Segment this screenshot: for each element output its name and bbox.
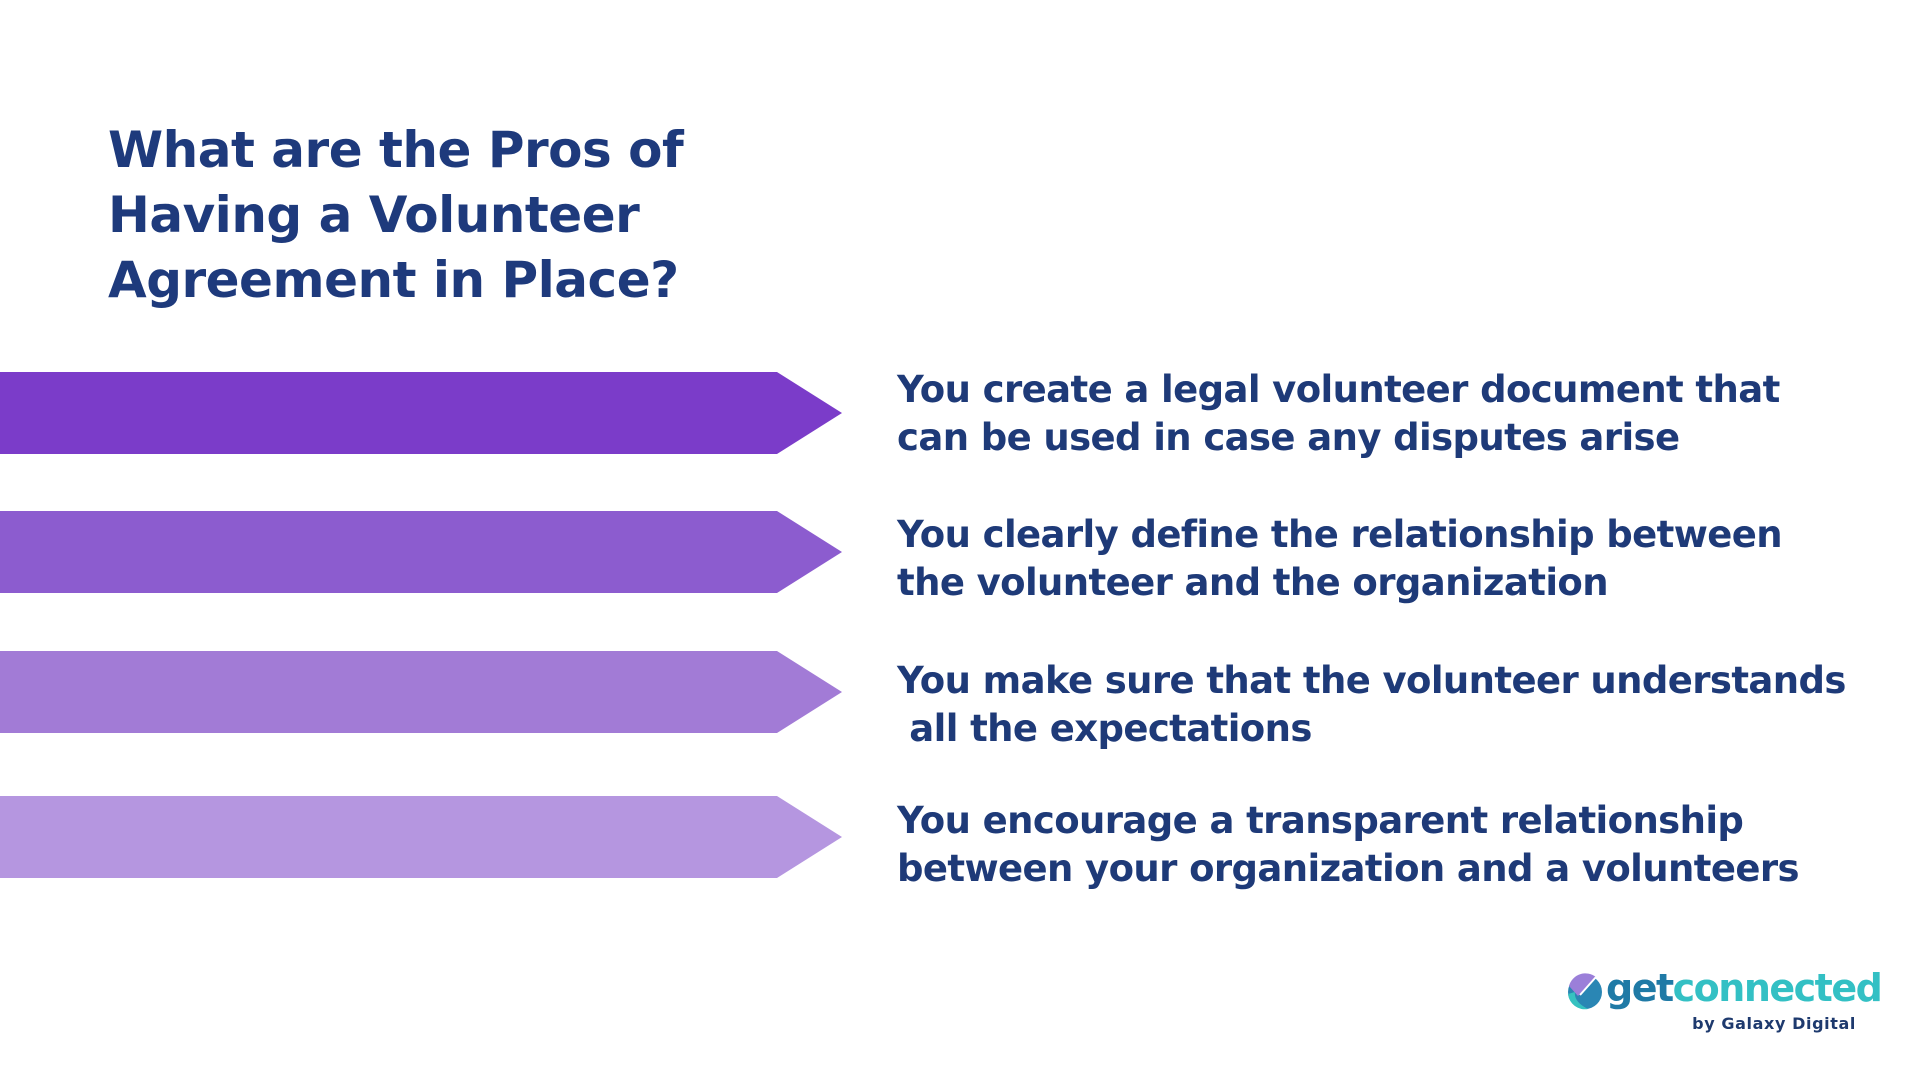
arrow-3: [0, 651, 842, 733]
pro-item-4-line-1: You encourage a transparent relationship: [897, 799, 1744, 842]
getconnected-logo: getconnected by Galaxy Digital: [1566, 964, 1883, 1044]
pro-item-2: You clearly define the relationship betw…: [897, 511, 1897, 607]
title-line-1: What are the Pros of: [108, 121, 684, 179]
title-line-2: Having a Volunteer: [108, 186, 640, 244]
arrow-shape-icon: [0, 372, 842, 454]
pro-item-2-line-2: the volunteer and the organization: [897, 561, 1609, 604]
pro-item-4-line-2: between your organization and a voluntee…: [897, 847, 1800, 890]
title-line-3: Agreement in Place?: [108, 251, 679, 309]
pro-item-3: You make sure that the volunteer underst…: [897, 657, 1897, 753]
slide-title: What are the Pros of Having a Volunteer …: [108, 118, 808, 313]
pro-item-4: You encourage a transparent relationship…: [897, 797, 1897, 893]
logo-tagline: by Galaxy Digital: [1692, 1014, 1856, 1033]
pro-item-1: You create a legal volunteer document th…: [897, 366, 1897, 462]
logo-mark-icon: [1568, 973, 1602, 1010]
arrow-shape-icon: [0, 796, 842, 878]
pro-item-2-line-1: You clearly define the relationship betw…: [897, 513, 1783, 556]
pro-item-1-line-2: can be used in case any disputes arise: [897, 416, 1680, 459]
logo-get-text: get: [1606, 966, 1674, 1010]
arrow-4: [0, 796, 842, 878]
pro-item-3-line-2: all the expectations: [897, 707, 1312, 750]
arrow-shape-icon: [0, 511, 842, 593]
arrow-2: [0, 511, 842, 593]
arrow-shape-icon: [0, 651, 842, 733]
logo-wordmark: getconnected: [1606, 964, 1883, 1012]
pro-item-3-line-1: You make sure that the volunteer underst…: [897, 659, 1846, 702]
pro-item-1-line-1: You create a legal volunteer document th…: [897, 368, 1780, 411]
arrow-1: [0, 372, 842, 454]
logo-connected-text: connected: [1672, 966, 1883, 1010]
